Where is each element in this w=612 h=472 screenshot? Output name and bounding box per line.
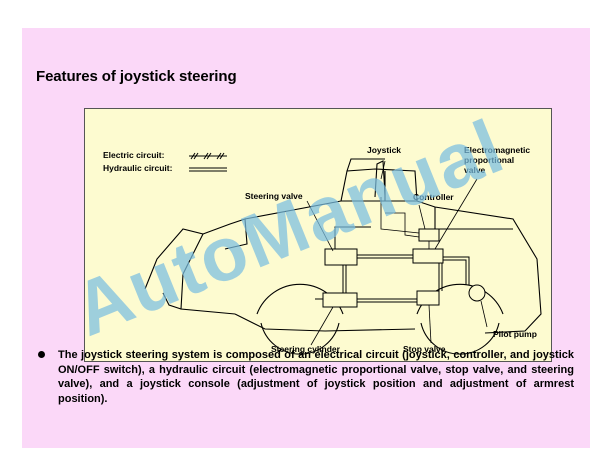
label-electromagnetic-2: proportional [464,155,515,165]
bullet-dot-icon [38,351,45,358]
hydraulic-lines [315,226,470,303]
leader-lines [306,160,488,346]
steering-cylinder-block [322,292,358,308]
controller-block [418,228,440,242]
label-stop-valve: Stop valve [403,344,446,354]
label-joystick: Joystick [367,145,402,155]
label-controller: Controller [413,192,454,202]
component-blocks [322,228,486,308]
label-steering-valve: Steering valve [245,191,303,201]
label-electromagnetic-3: valve [464,165,486,175]
electric-lines [380,197,430,249]
legend-electric-label: Electric circuit: [103,150,165,160]
pilot-pump-symbol [468,284,486,302]
steering-valve-block [324,248,358,266]
joystick-steering-diagram: Electric circuit: Hydraulic circuit: Joy… [84,108,552,362]
legend-hydraulic-line [189,167,227,172]
label-electromagnetic-1: Electromagnetic [464,145,531,155]
slide-title: Features of joystick steering [36,68,237,85]
bullet-text: The joystick steering system is composed… [58,349,574,405]
label-pilot-pump: Pilot pump [493,329,537,339]
slide: Features of joystick steering [22,28,590,448]
label-steering-cylinder: Steering cylinder [271,344,340,354]
proportional-valve-block [412,248,444,264]
stop-valve-block [416,290,440,306]
loader-schematic [144,152,542,355]
legend-electric-line [189,152,227,160]
legend-hydraulic-label: Hydraulic circuit: [103,163,173,173]
